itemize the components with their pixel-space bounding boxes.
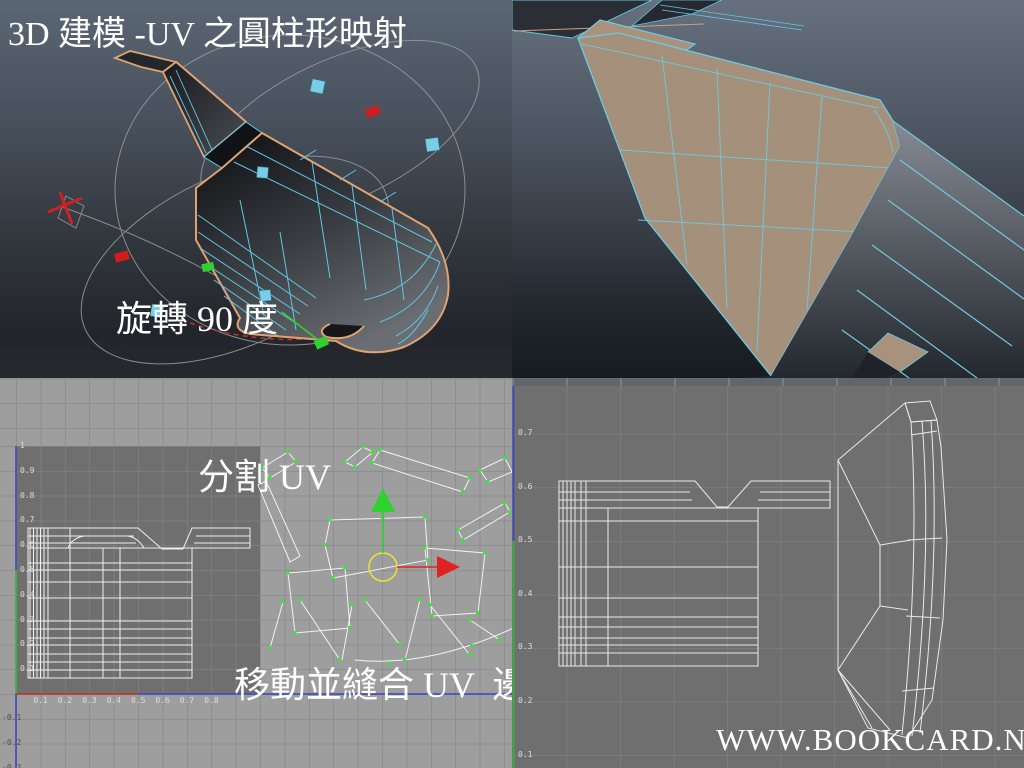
closeup-scene (512, 0, 1024, 378)
uv-vertices[interactable] (260, 445, 512, 666)
uv-shells-scattered[interactable] (257, 446, 512, 662)
uv-shell-body[interactable] (27, 527, 251, 679)
model-wireframe (197, 145, 441, 345)
persp-scene (47, 34, 480, 365)
manipulator-handles[interactable] (113, 78, 441, 350)
uv-result-scene (512, 386, 948, 768)
viewport-closeup[interactable] (512, 0, 1024, 378)
move-y-arrowhead[interactable] (371, 488, 395, 512)
side-slab (742, 120, 1024, 378)
blade-slab (512, 0, 805, 39)
axis-cross-red[interactable] (47, 191, 85, 229)
move-x-arrowhead[interactable] (437, 556, 460, 578)
uv-split-scene (15, 445, 512, 768)
move-manipulator[interactable] (368, 488, 460, 582)
viewport-divider-bar (512, 378, 1024, 386)
uv-editor-result[interactable]: 0.70.60.50.40.30.20.1 WWW.BOOKCARD.NET (512, 378, 1024, 768)
viewport-perspective[interactable]: 3D 建模 -UV 之圓柱形映射 旋轉 90 度 (0, 0, 512, 378)
main-tan-face[interactable] (577, 32, 901, 378)
uv-shell-side[interactable] (837, 400, 948, 739)
uv-shell-body[interactable] (558, 480, 831, 667)
uv-axes (15, 446, 512, 768)
gutter-model[interactable] (112, 50, 450, 354)
